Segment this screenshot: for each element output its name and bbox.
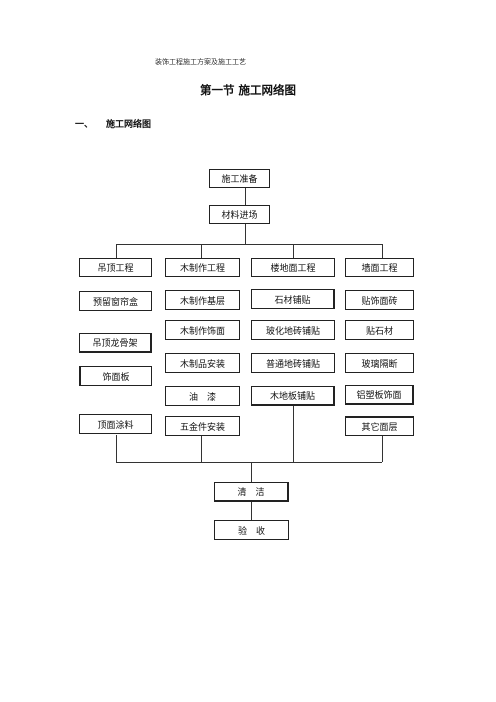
node-floor-2: 玻化地砖铺贴 [251, 320, 335, 340]
section-heading: 一、 施工网络图 [75, 117, 151, 130]
connector [251, 502, 252, 520]
node-floor-head: 楼地面工程 [251, 258, 335, 277]
connector [382, 244, 383, 258]
connector [116, 244, 117, 258]
node-ceiling-4: 顶面涂料 [79, 414, 152, 434]
section-label: 施工网络图 [106, 120, 152, 130]
node-ceiling-3: 饰面板 [79, 366, 152, 386]
node-wood-5: 五金件安装 [165, 416, 240, 436]
node-ceiling-head: 吊顶工程 [79, 258, 152, 277]
connector [382, 436, 383, 462]
connector [245, 188, 246, 206]
node-floor-1: 石材铺贴 [251, 289, 335, 309]
connector [201, 435, 202, 462]
connector [116, 435, 117, 462]
node-wall-2: 贴石材 [345, 320, 414, 340]
connector [293, 244, 294, 258]
node-wood-4: 油 漆 [165, 386, 240, 406]
node-wall-3: 玻璃隔断 [345, 353, 414, 373]
node-wood-head: 木制作工程 [165, 258, 240, 277]
node-accept: 验 收 [214, 520, 289, 540]
node-ceiling-1: 预留窗帘盒 [79, 291, 152, 311]
node-wall-1: 贴饰面砖 [345, 290, 414, 310]
node-wall-head: 墙面工程 [345, 258, 414, 277]
connector [116, 244, 382, 245]
node-floor-3: 普通地砖铺贴 [251, 353, 335, 373]
page-title: 第一节 施工网络图 [199, 83, 296, 97]
connector [293, 406, 294, 462]
node-prep: 施工准备 [209, 169, 270, 188]
connector [251, 462, 252, 482]
node-wood-3: 木制品安装 [165, 353, 240, 373]
node-ceiling-2: 吊顶龙骨架 [79, 333, 152, 353]
connector [245, 224, 246, 244]
node-floor-4: 木地板铺贴 [251, 386, 335, 406]
section-number: 一、 [75, 120, 94, 130]
node-wall-4: 铝塑板饰面 [345, 385, 414, 405]
node-wood-1: 木制作基层 [165, 290, 240, 310]
connector [201, 244, 202, 258]
page-header: 装饰工程施工方案及施工工艺 [155, 58, 246, 66]
node-wall-5: 其它面层 [345, 416, 414, 436]
node-materials: 材料进场 [209, 205, 270, 224]
node-clean: 清 洁 [214, 482, 289, 502]
connector [116, 462, 382, 463]
node-wood-2: 木制作饰面 [165, 320, 240, 340]
